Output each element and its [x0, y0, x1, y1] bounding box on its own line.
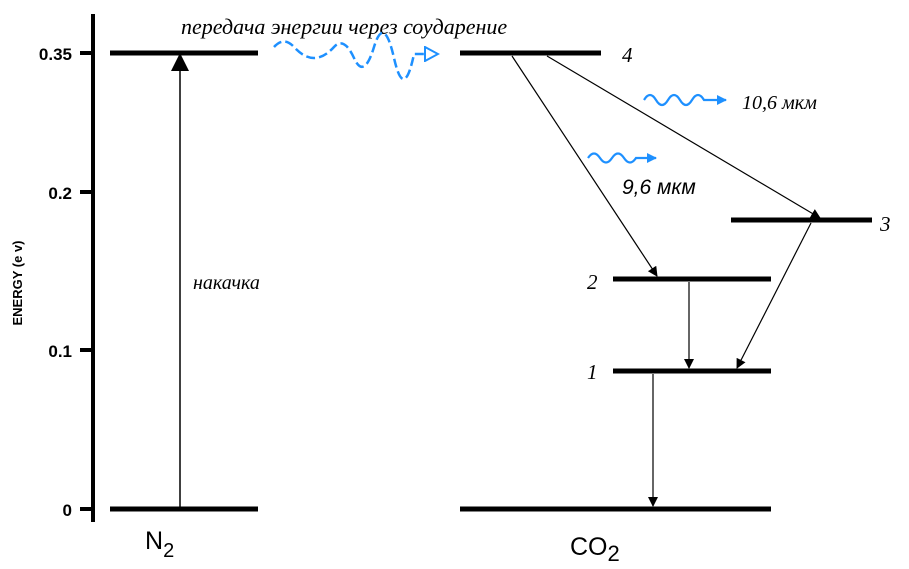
photon-9-6-icon	[587, 152, 657, 164]
wavelength-10-6-label: 10,6 мкм	[742, 92, 817, 114]
n2-label: N2	[145, 527, 174, 562]
axis-tick-label: 0.1	[48, 342, 72, 361]
axis-tick-label: 0.35	[39, 45, 72, 64]
pump-label: накачка	[193, 272, 260, 294]
transfer-wave-icon	[273, 31, 438, 81]
photon-10-6-icon	[643, 93, 727, 107]
co2-levels: 4 3 2 1 CO2	[460, 43, 891, 566]
transition-4-3-arrow	[546, 55, 821, 219]
axis-tick-label: 0.2	[48, 184, 72, 203]
co2-label: CO2	[570, 533, 620, 566]
transition-3-1-arrow	[736, 222, 812, 369]
energy-axis: 0.35 0.2 0.1 0 ENERGY (e v)	[10, 14, 95, 522]
axis-label: ENERGY (e v)	[10, 240, 25, 325]
level-label-4: 4	[622, 43, 633, 67]
level-label-2: 2	[587, 270, 598, 294]
n2-levels: накачка N2	[110, 50, 260, 562]
energy-transfer-label: передача энергии через соударение	[181, 14, 507, 39]
level-label-1: 1	[587, 360, 598, 384]
wavelength-9-6-label: 9,6 мкм	[622, 176, 696, 199]
level-label-3: 3	[879, 212, 891, 236]
transition-4-2-arrow	[511, 55, 658, 277]
axis-tick-label: 0	[63, 501, 72, 520]
